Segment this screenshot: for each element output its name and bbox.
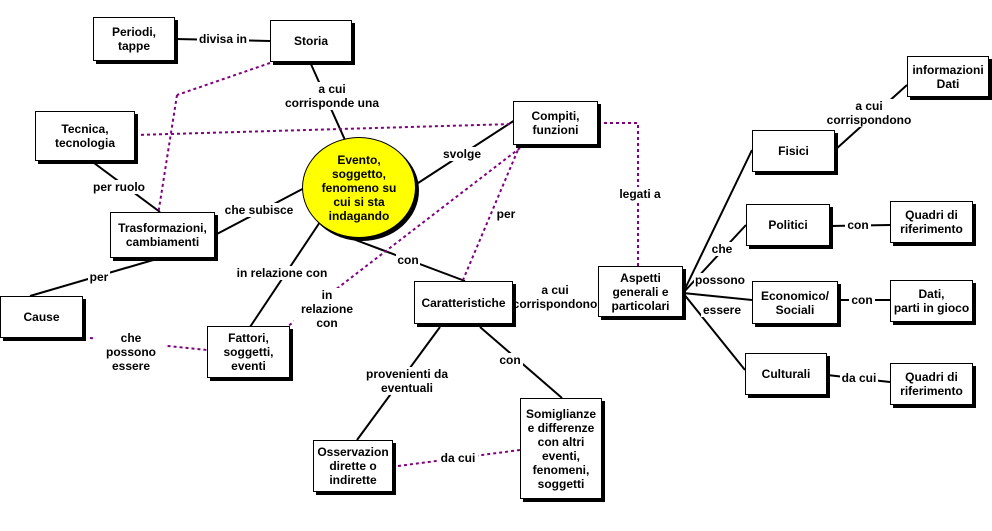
dotted-compiti-fattori xyxy=(282,147,521,331)
node-fattori: Fattori, soggetti, eventi xyxy=(207,326,290,378)
label-per-left: per xyxy=(88,270,110,284)
label-in-relazione-con-2: in relazione con xyxy=(294,288,360,330)
label-essere: essere xyxy=(701,303,743,317)
label-con-economico: con xyxy=(849,293,875,307)
dotted-compiti-caratteristiche xyxy=(462,144,521,281)
node-quadri-2: Quadri di riferimento xyxy=(890,363,973,405)
node-periodi: Periodi, tappe xyxy=(93,17,175,61)
label-che-possono-essere: che possono essere xyxy=(96,331,166,373)
label-a-cui-corrispondono-mid: a cui corrispondono xyxy=(512,283,598,311)
label-in-relazione-con-1: in relazione con xyxy=(236,266,328,280)
label-con-somiglianze: con xyxy=(497,353,523,367)
node-trasformazioni: Trasformazioni, cambiamenti xyxy=(110,212,215,258)
label-per-mid: per xyxy=(495,207,517,221)
dotted-compiti-aspetti xyxy=(598,122,639,266)
label-legati-a: legati a xyxy=(617,187,663,201)
label-con-politici: con xyxy=(845,218,871,232)
node-evento: Evento, soggetto, fenomeno su cui si sta… xyxy=(302,137,416,238)
label-a-cui-corrisponde-una: a cui corrisponde una xyxy=(282,82,382,110)
node-economico: Economico/ Sociali xyxy=(752,281,838,324)
node-storia: Storia xyxy=(270,20,352,62)
node-politici: Politici xyxy=(746,204,830,246)
dotted-storia-a xyxy=(176,62,271,96)
node-somiglianze: Somiglianze e differenze con altri event… xyxy=(520,398,602,499)
node-fisici: Fisici xyxy=(752,130,835,172)
node-osservazioni: Osservazion dirette o indirette xyxy=(313,440,393,492)
node-aspetti: Aspetti generali e particolari xyxy=(598,266,683,317)
label-per-ruolo: per ruolo xyxy=(92,180,146,194)
node-compiti: Compiti, funzioni xyxy=(513,101,598,145)
link-aspetti-culturali xyxy=(682,292,746,371)
label-possono: possono xyxy=(694,273,746,287)
label-con-center: con xyxy=(396,253,420,267)
node-informazioni: informazioni Dati xyxy=(907,56,989,97)
link-aspetti-politici xyxy=(682,224,747,294)
label-divisa-in: divisa in xyxy=(197,32,249,46)
node-quadri-1: Quadri di riferimento xyxy=(890,201,973,243)
link-aspetti-economico xyxy=(682,292,753,301)
link-aspetti-fisici xyxy=(682,149,753,294)
node-dati: Dati, parti in gioco xyxy=(890,280,973,322)
node-tecnica: Tecnica, tecnologia xyxy=(35,111,135,161)
node-caratteristiche: Caratteristiche xyxy=(414,281,513,324)
dotted-storia-b xyxy=(157,94,178,216)
dotted-tecnica-compiti xyxy=(134,123,514,136)
label-a-cui-corrispondono-top: a cui corrispondono xyxy=(826,99,912,127)
label-da-cui-culturali: da cui xyxy=(840,371,878,385)
label-provenienti: provenienti da eventuali xyxy=(364,367,450,395)
node-culturali: Culturali xyxy=(745,353,827,395)
label-da-cui-osservazioni: da cui xyxy=(438,451,478,465)
node-cause: Cause xyxy=(0,296,83,338)
label-che-subisce: che subisce xyxy=(224,203,294,217)
label-che: che xyxy=(710,242,734,256)
label-svolge: svolge xyxy=(442,147,482,161)
